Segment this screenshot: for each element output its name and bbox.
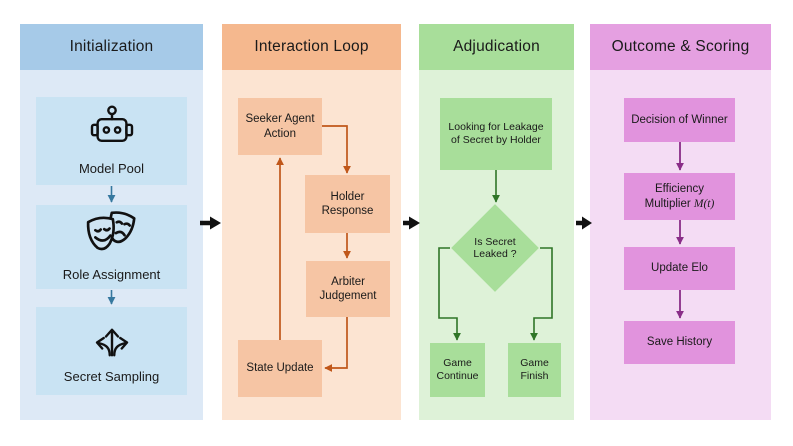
arrow-initialization-to-interaction-loop	[200, 216, 221, 230]
step-label: Efficiency Multiplier M(t)	[644, 183, 715, 210]
step-label: Game Continue	[436, 356, 479, 382]
panel-interaction-loop: Interaction Loop Seeker Agent Action Hol…	[222, 24, 401, 420]
branching-arrows-icon	[95, 328, 128, 357]
step-box-secret-sampling: Secret Sampling	[36, 307, 187, 395]
decision-diamond-label: Is Secret Leaked ?	[473, 235, 517, 260]
panel-title-outcome-scoring: Outcome & Scoring	[590, 24, 771, 70]
step-label: State Update	[246, 362, 314, 375]
step-label: Save History	[646, 336, 713, 349]
panel-adjudication: Adjudication Looking for Leakage of Secr…	[419, 24, 574, 420]
step-label: Secret Sampling	[63, 369, 160, 385]
panel-initialization: Initialization Model Pool	[20, 24, 203, 420]
arrow-interaction-loop-to-adjudication	[403, 216, 420, 230]
step-box-update-elo: Update Elo	[624, 247, 735, 290]
step-box-decision-of-winner: Decision of Winner	[624, 98, 735, 142]
step-label: Role Assignment	[62, 267, 161, 283]
step-box-arbiter-judgement: Arbiter Judgement	[306, 261, 390, 317]
step-label: Game Finish	[520, 356, 549, 382]
step-box-efficiency-multiplier: Efficiency Multiplier M(t)	[624, 173, 735, 220]
step-label: Seeker Agent Action	[245, 113, 315, 140]
step-label: Model Pool	[78, 161, 145, 177]
panel-outcome-scoring: Outcome & Scoring Decision of Winner Eff…	[590, 24, 771, 420]
step-box-holder-response: Holder Response	[305, 175, 390, 233]
theater-masks-icon	[86, 211, 136, 251]
robot-icon	[90, 105, 133, 143]
panel-title-interaction-loop: Interaction Loop	[222, 24, 401, 70]
step-label: Looking for Leakage of Secret by Holder	[448, 120, 544, 146]
panel-title-adjudication: Adjudication	[419, 24, 574, 70]
step-box-game-continue: Game Continue	[430, 343, 485, 397]
step-box-role-assignment: Role Assignment	[36, 205, 187, 289]
step-label: Holder Response	[321, 190, 374, 217]
panel-title-initialization: Initialization	[20, 24, 203, 70]
step-label: Update Elo	[651, 262, 708, 275]
step-box-state-update: State Update	[238, 340, 322, 397]
step-box-game-finish: Game Finish	[508, 343, 561, 397]
step-label: Arbiter Judgement	[319, 275, 377, 302]
step-box-leakage-check: Looking for Leakage of Secret by Holder	[440, 98, 552, 170]
math-term: M(t)	[693, 197, 715, 210]
step-box-seeker-agent-action: Seeker Agent Action	[238, 98, 322, 155]
step-label: Decision of Winner	[631, 113, 728, 126]
step-box-model-pool: Model Pool	[36, 97, 187, 185]
step-box-save-history: Save History	[624, 321, 735, 364]
